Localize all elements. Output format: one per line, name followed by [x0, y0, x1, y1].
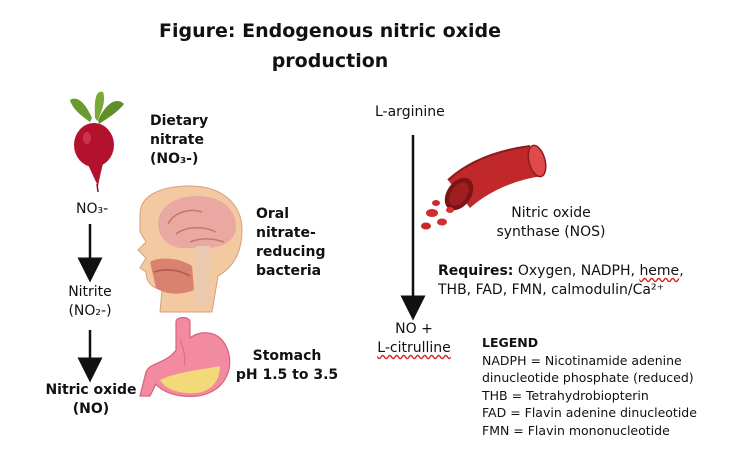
dietary-line-1: Dietary	[150, 113, 209, 129]
dietary-line-2: nitrate	[150, 132, 204, 148]
nos-label: Nitric oxide synthase (NOS)	[486, 204, 616, 242]
stomach-line-2: pH 1.5 to 3.5	[235, 367, 339, 383]
nitrite-line-2: (NO₂-)	[68, 303, 112, 319]
nitrite-label: Nitrite (NO₂-)	[55, 283, 125, 321]
figure-title: Figure: Endogenous nitric oxide producti…	[0, 16, 660, 76]
oral-line-2: nitrate-	[256, 225, 316, 241]
product-line-2: L-citrulline	[377, 340, 451, 356]
dietary-nitrate-label: Dietary nitrate (NO₃-)	[150, 112, 208, 169]
legend-title: LEGEND	[482, 335, 539, 350]
product-label: NO + L-citrulline	[362, 320, 466, 358]
title-line-1: Figure: Endogenous nitric oxide	[159, 20, 501, 42]
requires-line-1: Requires: Oxygen, NADPH, heme,	[438, 262, 738, 281]
nitric-oxide-line-2: (NO)	[72, 401, 110, 417]
requires-block: Requires: Oxygen, NADPH, heme, THB, FAD,…	[438, 262, 738, 300]
oral-line-3: reducing	[256, 244, 326, 260]
nitric-oxide-label: Nitric oxide (NO)	[38, 381, 144, 419]
beetroot-icon	[70, 91, 124, 193]
nitric-oxide-line-1: Nitric oxide	[45, 382, 137, 398]
legend-line: THB = Tetrahydrobiopterin	[482, 387, 649, 403]
head-anatomy-icon	[137, 185, 243, 313]
oral-line-1: Oral	[256, 206, 290, 222]
dietary-line-3: (NO₃-)	[150, 151, 199, 167]
legend-line: FMN = Flavin mononucleotide	[482, 422, 670, 438]
stomach-label: Stomach pH 1.5 to 3.5	[222, 347, 352, 385]
oral-bacteria-label: Oral nitrate- reducing bacteria	[256, 205, 325, 281]
requires-items-1: Oxygen, NADPH,	[517, 263, 635, 279]
requires-comma: ,	[679, 263, 684, 279]
legend-line: NADPH = Nicotinamide adenine	[482, 352, 682, 368]
title-line-2: production	[271, 50, 389, 72]
legend: LEGEND NADPH = Nicotinamide adenine dinu…	[482, 334, 732, 439]
stomach-line-1: Stomach	[252, 348, 322, 364]
legend-line: dinucleotide phosphate (reduced)	[482, 370, 694, 385]
l-arginine-label: L-arginine	[375, 104, 445, 120]
legend-line: FAD = Flavin adenine dinucleotide	[482, 405, 697, 420]
no3-label: NO₃-	[76, 201, 109, 217]
blood-vessel-icon	[421, 144, 547, 230]
requires-line-2: THB, FAD, FMN, calmodulin/Ca²⁺	[438, 282, 664, 298]
nos-line-1: Nitric oxide	[511, 205, 591, 221]
requires-label: Requires:	[438, 263, 514, 279]
stomach-icon	[139, 316, 231, 397]
product-line-1: NO +	[395, 321, 433, 337]
oral-line-4: bacteria	[256, 263, 322, 279]
nitrite-line-1: Nitrite	[68, 284, 112, 300]
requires-heme: heme	[639, 263, 680, 279]
nos-line-2: synthase (NOS)	[496, 224, 606, 240]
